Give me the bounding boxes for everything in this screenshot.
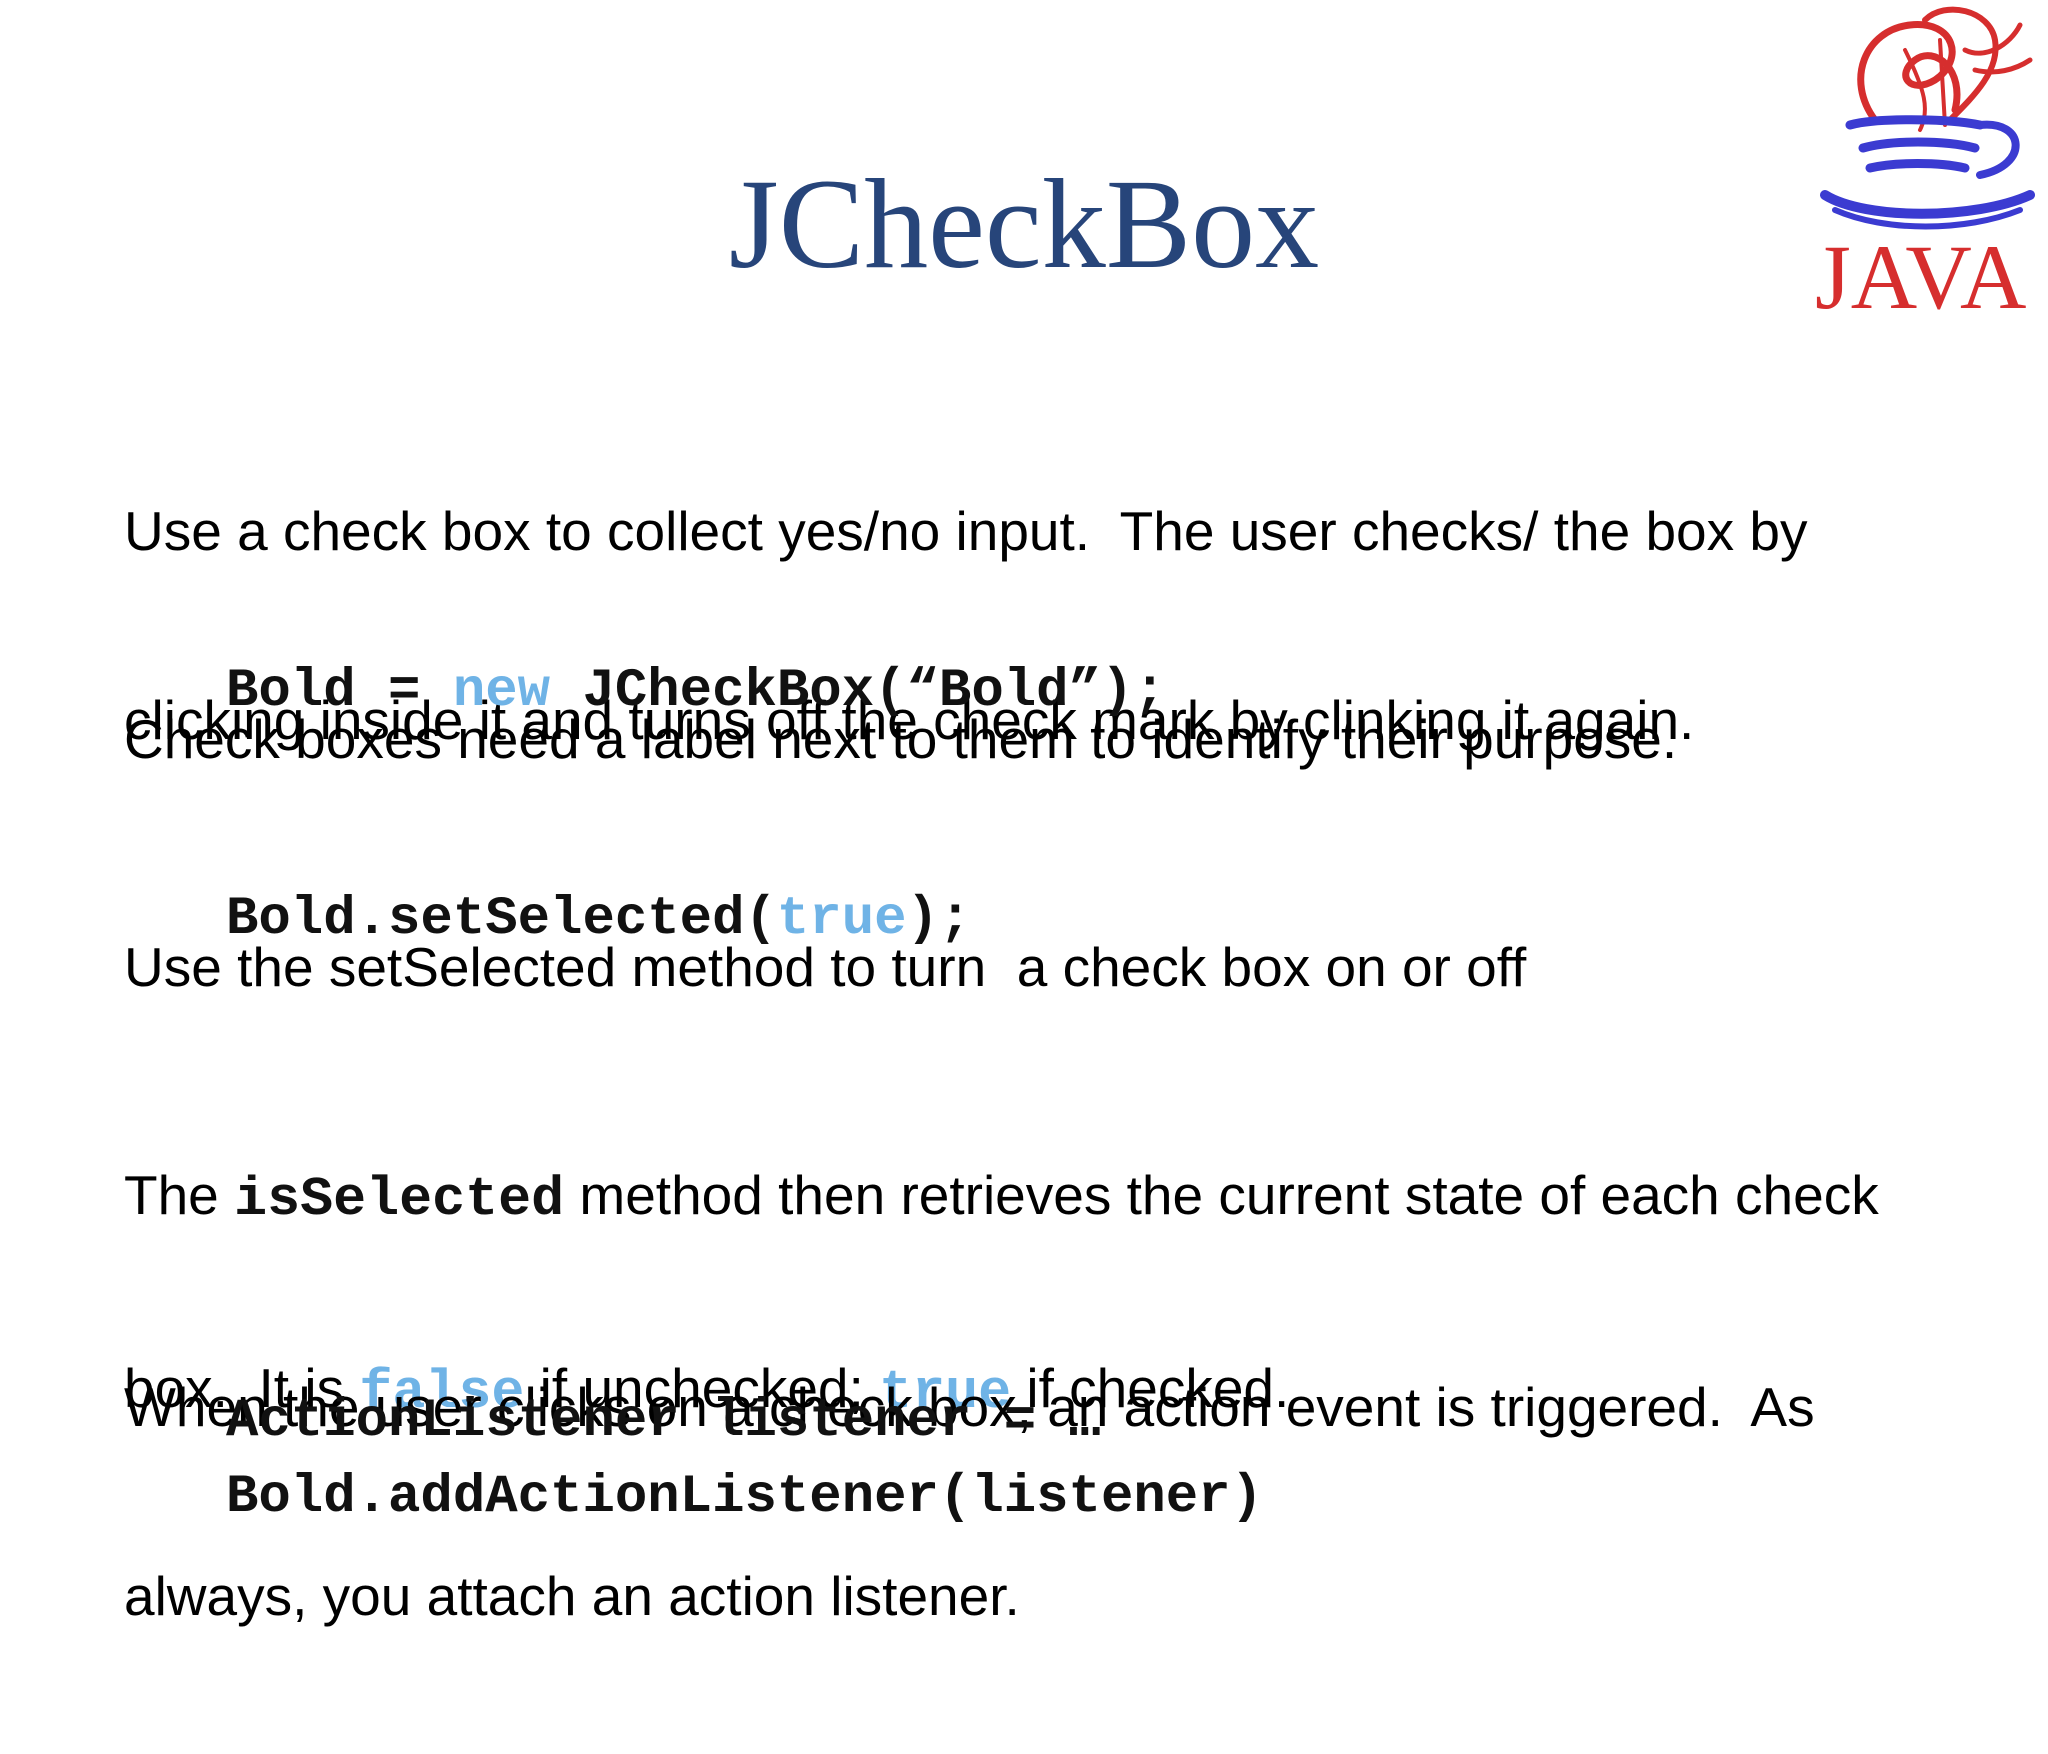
code-segment: JCheckBox(“Bold”); (550, 661, 1166, 722)
text-segment: The (124, 1164, 235, 1226)
keyword-new: new (452, 661, 551, 722)
text-line: Use the setSelected method to turn a che… (124, 936, 1527, 998)
keyword-true: true (879, 1361, 1012, 1424)
code-line-new-checkbox: Bold = new JCheckBox(“Bold”); (226, 660, 1166, 723)
text-line: Use a check box to collect yes/no input.… (124, 500, 1808, 562)
code-line-listener: ActionListener listener = … (226, 1391, 1101, 1452)
text-line: clicking inside it and turns off the che… (124, 689, 1695, 751)
paragraph-label: Check boxes need a label next to them to… (124, 582, 2004, 897)
java-cup-icon: JAVA (1815, 6, 2035, 328)
text-segment: method then retrieves the current state … (564, 1164, 1879, 1226)
slide-title: JCheckBox (728, 153, 1320, 295)
keyword-true: true (776, 889, 907, 950)
paragraph-setselected: Use the setSelected method to turn a che… (124, 810, 2004, 1125)
text-segment: if unchecked; (524, 1357, 880, 1419)
text-line: The isSelected method then retrieves the… (124, 1164, 2004, 1231)
code-segment: ); (906, 889, 972, 950)
paragraph-isselected: The isSelected method then retrieves the… (124, 1038, 2004, 1550)
code-line-addlistener: Bold.addActionListener(listener) (226, 1467, 1263, 1528)
text-line: When the user clicks on a check box, an … (124, 1376, 1815, 1438)
text-segment: box. It is (124, 1357, 360, 1419)
code-segment: Bold = (226, 661, 453, 722)
paragraph-intro: Use a check box to collect yes/no input.… (124, 374, 2004, 878)
slide: JCheckBox JAVA Use a check box to collec… (124, 0, 2048, 1627)
keyword-false: false (359, 1361, 525, 1424)
text-line: box. It is false if unchecked; true if c… (124, 1357, 2004, 1424)
java-logo-text: JAVA (1815, 226, 2026, 320)
text-line: always, you attach an action listener. (124, 1565, 1020, 1627)
method-isselected: isSelected (234, 1168, 565, 1231)
code-segment: Bold.setSelected( (226, 889, 777, 950)
text-segment: if checked. (1011, 1357, 1290, 1419)
text-line: Check boxes need a label next to them to… (124, 708, 1678, 770)
java-logo: JAVA (1815, 0, 2048, 328)
code-line-setselected: Bold.setSelected(true); (226, 888, 971, 951)
